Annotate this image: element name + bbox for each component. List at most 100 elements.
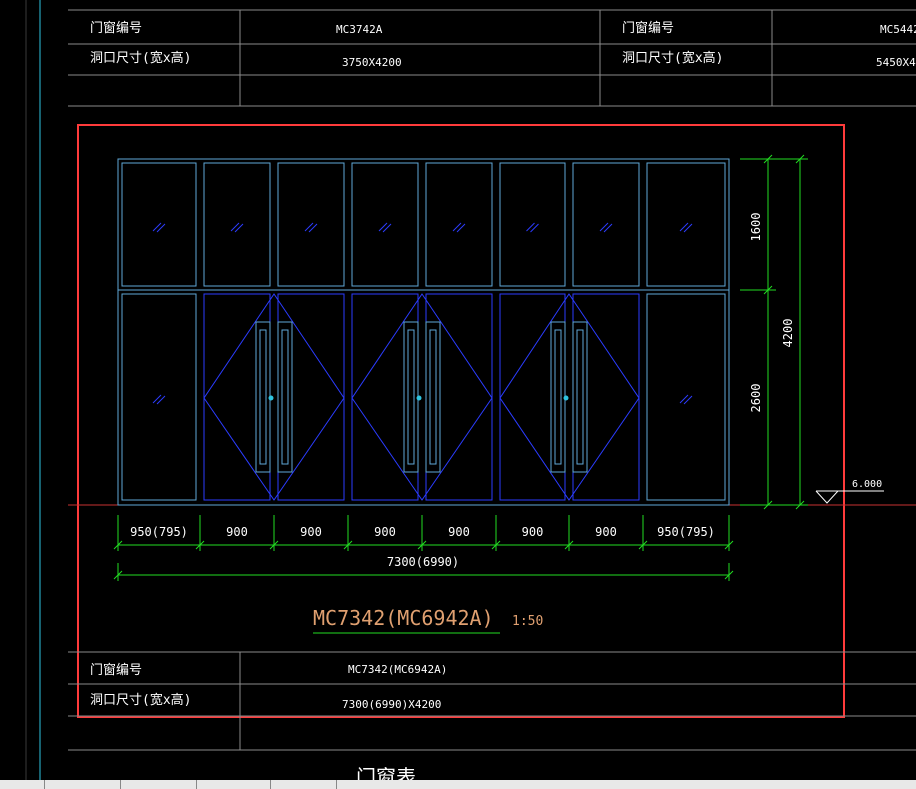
door-handle-outer [403, 321, 419, 473]
dim-segment-label: 900 [448, 525, 470, 539]
total-dimension [113, 563, 734, 581]
glass-mark [679, 394, 689, 404]
glass-mark [152, 222, 162, 232]
dim-tick [417, 540, 427, 550]
door-handle-inner [576, 329, 584, 465]
top-panels [121, 162, 726, 287]
drawing-title[interactable]: MC7342(MC6942A) [313, 606, 494, 630]
door-handle-inner [429, 329, 437, 465]
dim-tick [564, 540, 574, 550]
bottom-number-label: 门窗编号 [90, 662, 142, 678]
glass-mark [152, 394, 162, 404]
dim-segment-label: 900 [522, 525, 544, 539]
glass-mark [304, 222, 314, 232]
door-handle-inner [281, 329, 289, 465]
glass-mark [234, 223, 244, 233]
top-glass-panel [203, 162, 271, 287]
door-lock-dot [563, 395, 569, 401]
dim-segment-label: 900 [226, 525, 248, 539]
top-col1-size-value: 3750X4200 [342, 56, 402, 69]
door-leaves [203, 293, 640, 501]
top-col1-size-label: 洞口尺寸(宽x高) [90, 50, 191, 66]
layout-tab[interactable] [126, 780, 197, 789]
bottom-number-value: MC7342(MC6942A) [348, 663, 447, 676]
door-handle-outer [425, 321, 441, 473]
elevation-marker [815, 490, 884, 504]
glass-mark [308, 223, 318, 233]
top-glass-panel [121, 162, 197, 287]
top-glass-panel [351, 162, 419, 287]
side-glass-panel [646, 293, 726, 501]
layout-tab[interactable] [276, 780, 337, 789]
glass-mark [156, 395, 166, 405]
bottom-door-window-table [68, 651, 916, 751]
dim-tick [195, 540, 205, 550]
door-handle-outer [550, 321, 566, 473]
door-handle-inner [259, 329, 267, 465]
glass-mark [599, 222, 609, 232]
dim-total: 7300(6990) [387, 555, 459, 569]
dim-segment-label: 950(795) [130, 525, 188, 539]
selection-highlight-box[interactable] [77, 124, 845, 718]
door-outer-frame [117, 158, 730, 506]
layout-tab-strip[interactable] [0, 780, 916, 789]
door-swing-diamond [499, 293, 640, 501]
dim-tick [269, 540, 279, 550]
top-glass-panel [646, 162, 726, 287]
top-glass-panel [277, 162, 345, 287]
door-lock-dot [268, 395, 274, 401]
top-col1-number-value: MC3742A [336, 23, 383, 36]
dim-tick [724, 540, 734, 550]
layout-tab[interactable] [0, 780, 45, 789]
glass-mark [452, 222, 462, 232]
drawing-scale: 1:50 [512, 614, 543, 629]
glass-mark [156, 223, 166, 233]
glass-mark [456, 223, 466, 233]
bottom-size-label: 洞口尺寸(宽x高) [90, 692, 191, 708]
bottom-panels [121, 293, 726, 501]
top-col2-number-label: 门窗编号 [622, 20, 674, 36]
layout-tab[interactable] [50, 780, 121, 789]
vertical-dimensions [740, 154, 808, 510]
top-glass-panel [572, 162, 640, 287]
side-glass-panel [121, 293, 197, 501]
glass-mark [603, 223, 613, 233]
dim-segment-label: 900 [374, 525, 396, 539]
dim-segment-label: 900 [300, 525, 322, 539]
glass-mark [526, 222, 535, 232]
dim-tick [638, 540, 648, 550]
top-glass-panel [425, 162, 493, 287]
door-handle-inner [407, 329, 415, 465]
door-swing-diamond [203, 293, 345, 501]
top-glass-panel [499, 162, 566, 287]
top-col1-number-label: 门窗编号 [90, 20, 142, 36]
glass-mark [530, 223, 539, 233]
glass-mark [230, 222, 240, 232]
glass-mark [683, 395, 693, 405]
door-handle-outer [277, 321, 293, 473]
glass-mark [382, 223, 392, 233]
glass-mark [378, 222, 388, 232]
door-handle-outer [255, 321, 271, 473]
glass-mark [679, 222, 689, 232]
door-swing-diamond [351, 293, 493, 501]
top-door-window-table [68, 9, 916, 107]
dim-tick [343, 540, 353, 550]
bottom-size-value: 7300(6990)X4200 [342, 698, 441, 711]
door-lock-dot [416, 395, 422, 401]
elevation-value: 6.000 [852, 479, 882, 490]
dim-vertical-bottom: 2600 [749, 384, 763, 413]
dim-tick [491, 540, 501, 550]
dim-segment-label: 900 [595, 525, 617, 539]
door-handle-outer [572, 321, 588, 473]
layout-tab[interactable] [200, 780, 271, 789]
door-handle-inner [554, 329, 562, 465]
dim-vertical-top: 1600 [749, 213, 763, 242]
top-col2-size-value: 5450X42 [876, 56, 916, 69]
dim-vertical-total: 4200 [781, 319, 795, 348]
door-elevation-drawing[interactable] [117, 158, 730, 506]
top-col2-size-label: 洞口尺寸(宽x高) [622, 50, 723, 66]
dim-tick [113, 540, 123, 550]
top-col2-number-value: MC5442 [880, 23, 916, 36]
